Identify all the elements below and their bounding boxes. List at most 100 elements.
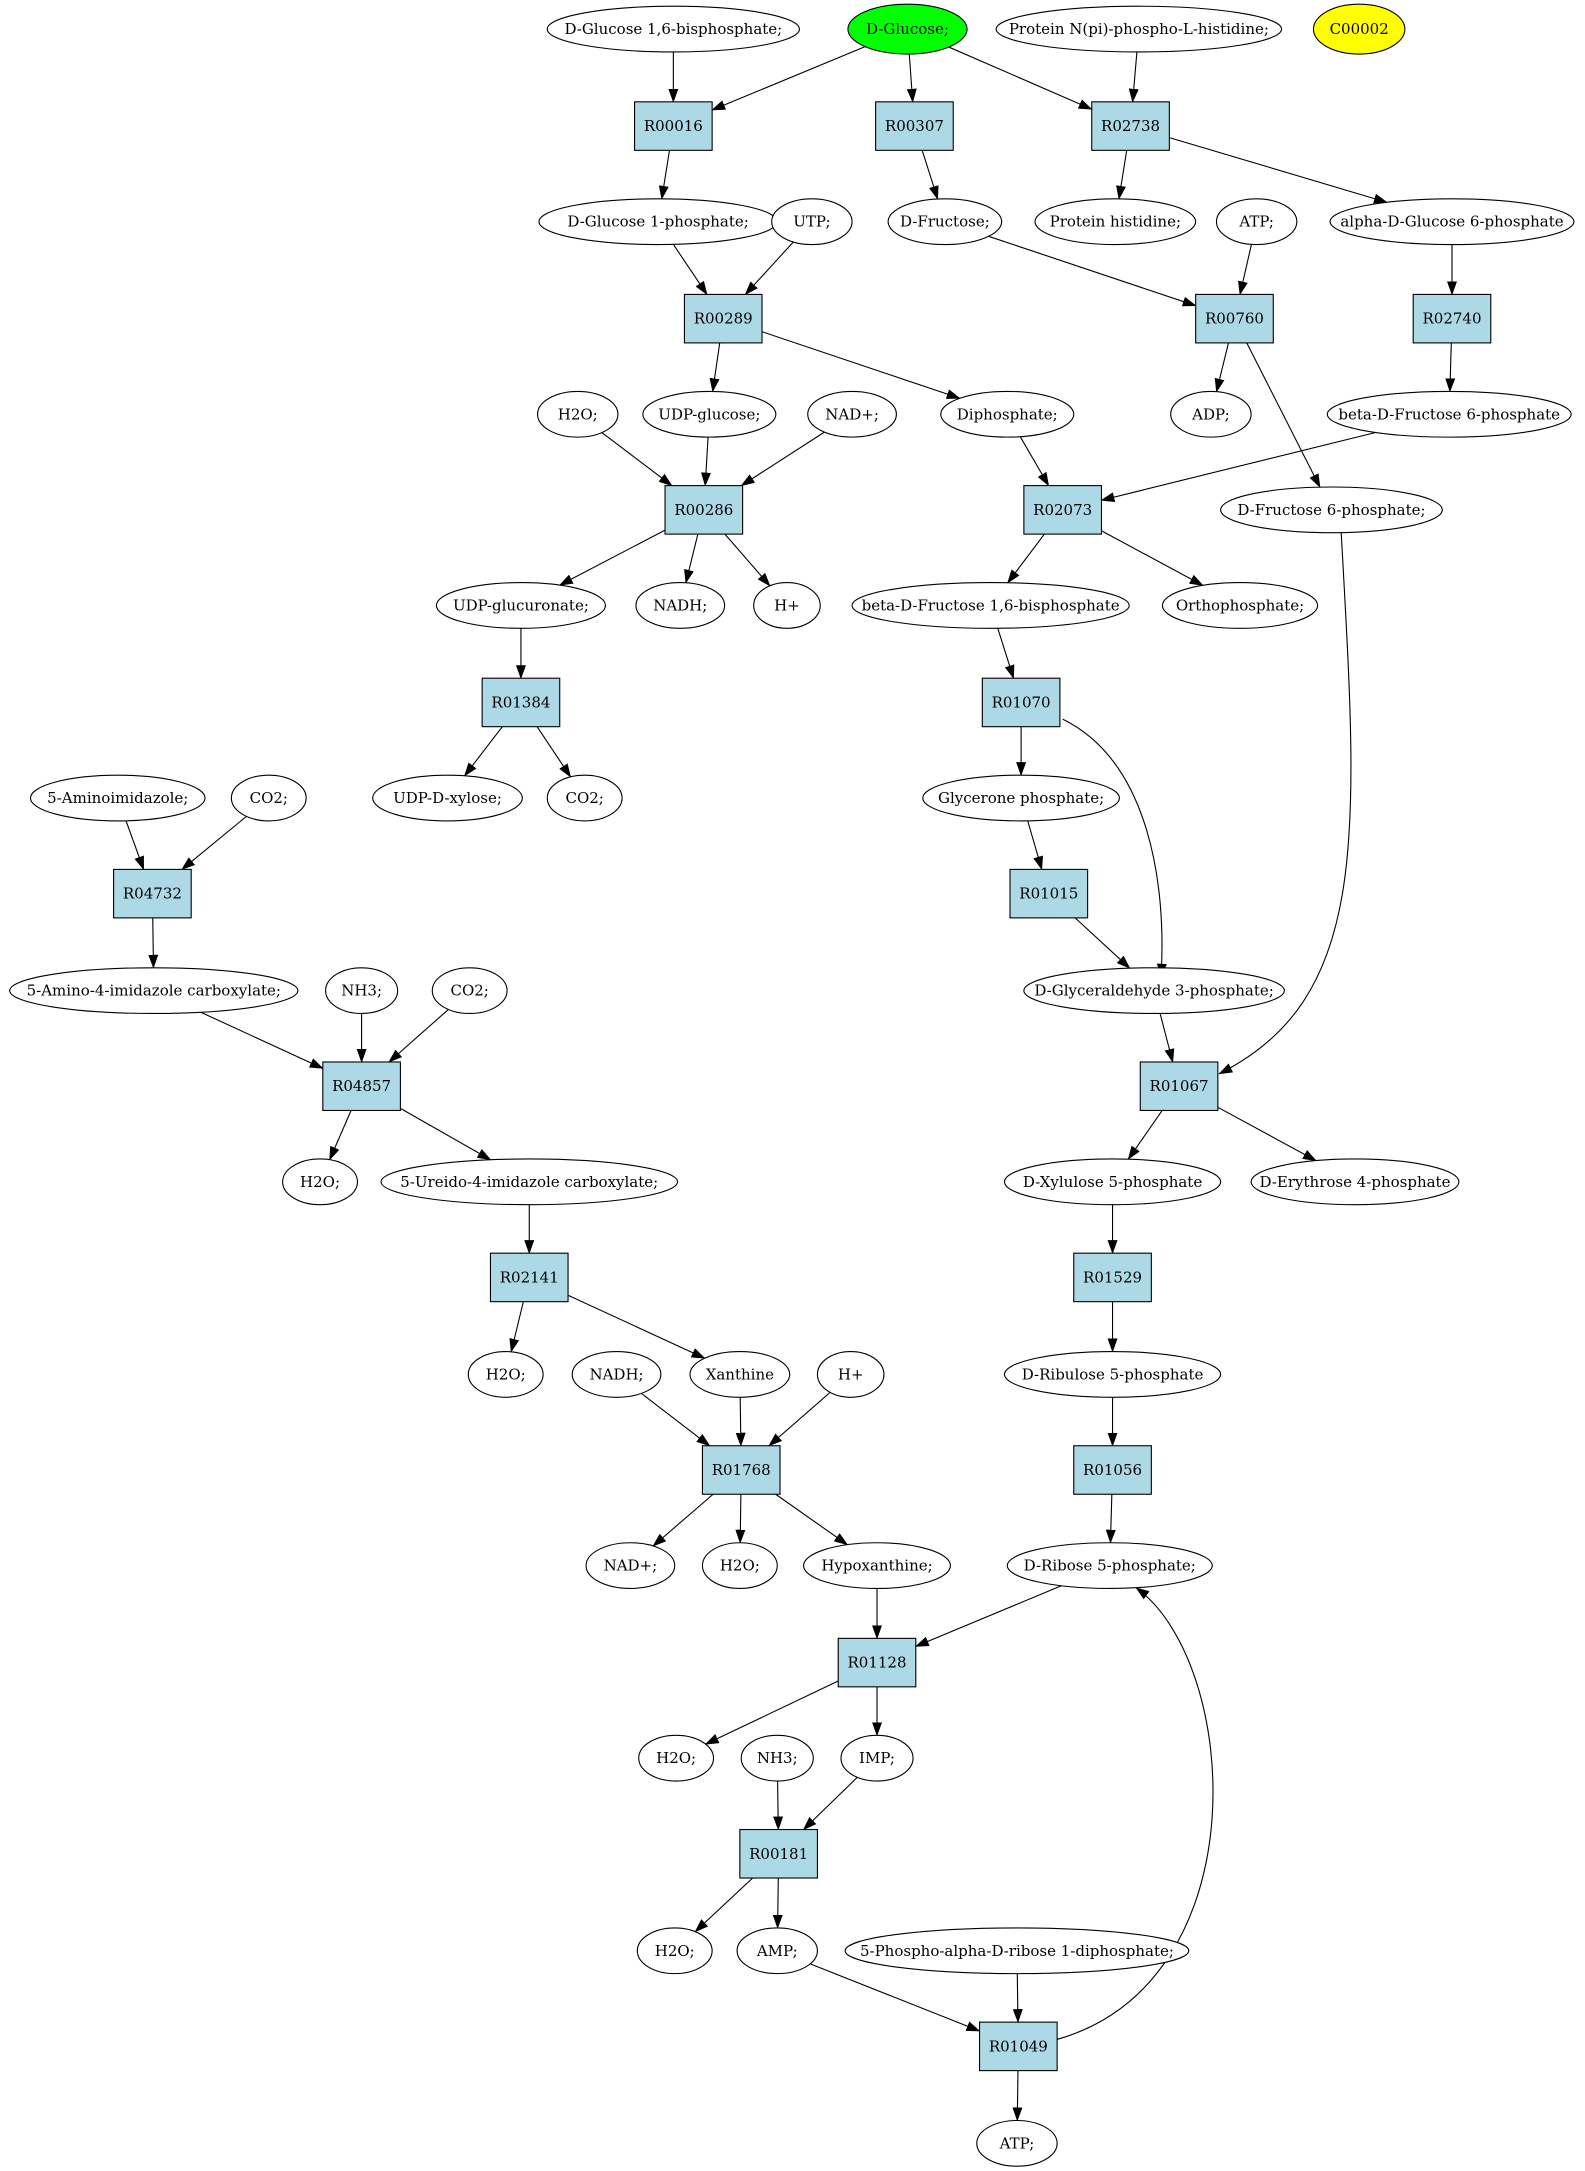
compound-node-co2_1[interactable]: CO2; [546, 774, 623, 822]
compound-node-co2_3[interactable]: CO2; [431, 967, 508, 1015]
compound-node-g16bp[interactable]: D-Glucose 1,6-bisphosphate; [546, 5, 800, 53]
reaction-node-R04732[interactable]: R04732 [113, 868, 192, 919]
compound-node-e4p[interactable]: D-Erythrose 4-phosphate [1250, 1158, 1460, 1206]
edge-r_R00760-to-c_f6p [1246, 342, 1321, 489]
compound-ellipse [29, 774, 206, 822]
compound-ellipse [1326, 390, 1572, 438]
compound-node-udpg[interactable]: UDP-glucose; [642, 390, 777, 438]
compound-node-nh3_1[interactable]: NH3; [325, 967, 399, 1015]
edge-r_R01049-to-c_r5p [1056, 1587, 1214, 2040]
reaction-node-R02141[interactable]: R02141 [489, 1252, 569, 1303]
node-label: R02740 [1422, 310, 1481, 328]
compound-node-udpxyl[interactable]: UDP-D-xylose; [372, 774, 523, 822]
edge-c_nadp_1-to-r_R00286 [740, 431, 825, 487]
compound-node-nadh_2[interactable]: NADH; [571, 1350, 662, 1398]
reaction-node-R01384[interactable]: R01384 [481, 677, 561, 728]
reaction-node-R01049[interactable]: R01049 [978, 2021, 1058, 2072]
edge-c_hplus_2-to-r_R01768 [768, 1391, 831, 1447]
compound-node-glucose[interactable]: D-Glucose; [847, 3, 968, 55]
compound-node-nadp_2[interactable]: NAD+; [585, 1542, 676, 1590]
compound-ellipse [638, 1734, 715, 1782]
node-label: UDP-D-xylose; [393, 789, 502, 807]
compound-node-h2o_4[interactable]: H2O; [701, 1542, 778, 1590]
node-label: UTP; [793, 213, 830, 231]
compound-node-hypox[interactable]: Hypoxanthine; [803, 1542, 951, 1590]
compound-node-nh3_2[interactable]: NH3; [740, 1734, 814, 1782]
compound-node-c00002[interactable]: C00002 [1312, 3, 1406, 55]
node-label: R02738 [1101, 117, 1160, 135]
reaction-node-R02738[interactable]: R02738 [1091, 101, 1170, 151]
compound-node-bf16bp[interactable]: beta-D-Fructose 1,6-bisphosphate [851, 582, 1130, 629]
edge-c_protnph-to-r_R02738 [1128, 51, 1139, 103]
compound-node-hplus_2[interactable]: H+ [816, 1350, 885, 1398]
edge-r_R01128-to-c_h2o_5 [704, 1680, 839, 1745]
reaction-node-R01529[interactable]: R01529 [1073, 1252, 1152, 1303]
reaction-node-R01056[interactable]: R01056 [1073, 1445, 1152, 1495]
reaction-node-R01015[interactable]: R01015 [1009, 868, 1089, 919]
compound-node-g1p[interactable]: D-Glucose 1-phosphate; [538, 198, 778, 246]
compound-node-diphos[interactable]: Diphosphate; [940, 390, 1075, 438]
compound-node-udpgluc[interactable]: UDP-glucuronate; [435, 582, 607, 629]
reaction-node-R00181[interactable]: R00181 [739, 1828, 818, 1879]
reaction-node-R02740[interactable]: R02740 [1412, 293, 1492, 344]
compound-node-h2o_6[interactable]: H2O; [636, 1927, 713, 1975]
reaction-node-R04857[interactable]: R04857 [322, 1061, 401, 1112]
reaction-node-R00760[interactable]: R00760 [1195, 293, 1274, 344]
reaction-node-R01128[interactable]: R01128 [837, 1637, 917, 1688]
compound-node-imp[interactable]: IMP; [840, 1734, 914, 1782]
compound-node-5aic[interactable]: 5-Amino-4-imidazole carboxylate; [9, 967, 299, 1015]
nodes-layer: D-Glucose 1,6-bisphosphate; D-Glucose; Pro… [9, 3, 1575, 2167]
compound-node-fructose[interactable]: D-Fructose; [887, 198, 1003, 246]
compound-node-co2_2[interactable]: CO2; [230, 774, 307, 822]
reaction-node-R01070[interactable]: R01070 [981, 677, 1061, 728]
compound-node-prpp[interactable]: 5-Phospho-alpha-D-ribose 1-diphosphate; [844, 1927, 1190, 1975]
compound-node-bf6p[interactable]: beta-D-Fructose 6-phosphate [1326, 390, 1572, 438]
reaction-node-R00016[interactable]: R00016 [634, 101, 713, 151]
compound-node-adp[interactable]: ADP; [1170, 390, 1252, 438]
reaction-node-R01768[interactable]: R01768 [701, 1445, 781, 1495]
compound-ellipse [689, 1350, 791, 1398]
compound-ellipse [1250, 1158, 1460, 1206]
compound-node-amp[interactable]: AMP; [736, 1927, 818, 1975]
compound-node-5ai[interactable]: 5-Aminoimidazole; [29, 774, 206, 822]
compound-node-ru5p[interactable]: D-Ribulose 5-phosphate [1003, 1350, 1222, 1398]
compound-node-h2o_3[interactable]: H2O; [467, 1350, 544, 1398]
reaction-node-R01067[interactable]: R01067 [1139, 1061, 1219, 1112]
compound-node-dhap[interactable]: Glycerone phosphate; [922, 774, 1121, 822]
compound-node-x5p[interactable]: D-Xylulose 5-phosphate [1003, 1158, 1222, 1206]
edge-c_xanthine-to-r_R01768 [735, 1397, 746, 1447]
compound-node-5uic[interactable]: 5-Ureido-4-imidazole carboxylate; [380, 1158, 679, 1206]
compound-ellipse [840, 1734, 914, 1782]
reaction-node-R00289[interactable]: R00289 [683, 293, 763, 344]
compound-node-atp1[interactable]: ATP; [1215, 198, 1298, 246]
compound-node-ortho[interactable]: Orthophosphate; [1161, 582, 1319, 629]
compound-node-prothis[interactable]: Protein histidine; [1034, 198, 1197, 246]
node-label: R04857 [332, 1077, 391, 1095]
edge-r_R01768-to-c_hypox [775, 1493, 849, 1546]
compound-node-h2o_1[interactable]: H2O; [537, 390, 619, 438]
compound-node-f6p[interactable]: D-Fructose 6-phosphate; [1220, 486, 1443, 534]
reaction-node-R02073[interactable]: R02073 [1023, 485, 1103, 535]
compound-node-atp2[interactable]: ATP; [976, 2119, 1058, 2167]
compound-node-h2o_5[interactable]: H2O; [638, 1734, 715, 1782]
compound-node-protnph[interactable]: Protein N(pi)-phospho-L-histidine; [995, 5, 1283, 53]
compound-node-nadh_1[interactable]: NADH; [635, 582, 726, 629]
edge-r_R00289-to-c_udpg [709, 342, 721, 393]
reaction-node-R00307[interactable]: R00307 [875, 101, 954, 151]
compound-node-g3p[interactable]: D-Glyceraldehyde 3-phosphate; [1023, 967, 1285, 1015]
compound-node-xanthine[interactable]: Xanthine [689, 1350, 791, 1398]
compound-node-ag6p[interactable]: alpha-D-Glucose 6-phosphate [1329, 198, 1575, 246]
node-label: beta-D-Fructose 6-phosphate [1338, 405, 1560, 423]
compound-node-utp[interactable]: UTP; [771, 198, 853, 246]
node-label: D-Glucose 1,6-bisphosphate; [564, 20, 782, 38]
compound-node-nadp_1[interactable]: NAD+; [807, 390, 897, 438]
compound-node-hplus_1[interactable]: H+ [753, 582, 821, 629]
compound-node-h2o_2[interactable]: H2O; [282, 1158, 359, 1206]
reaction-node-R00286[interactable]: R00286 [664, 485, 744, 535]
compound-ellipse [844, 1927, 1190, 1975]
edge-r_R02141-to-c_xanthine [567, 1294, 706, 1359]
compound-ellipse [922, 774, 1121, 822]
compound-node-r5p[interactable]: D-Ribose 5-phosphate; [1006, 1542, 1213, 1590]
reaction-box [322, 1061, 401, 1112]
edge-r_R01067-to-c_x5p [1127, 1110, 1163, 1161]
